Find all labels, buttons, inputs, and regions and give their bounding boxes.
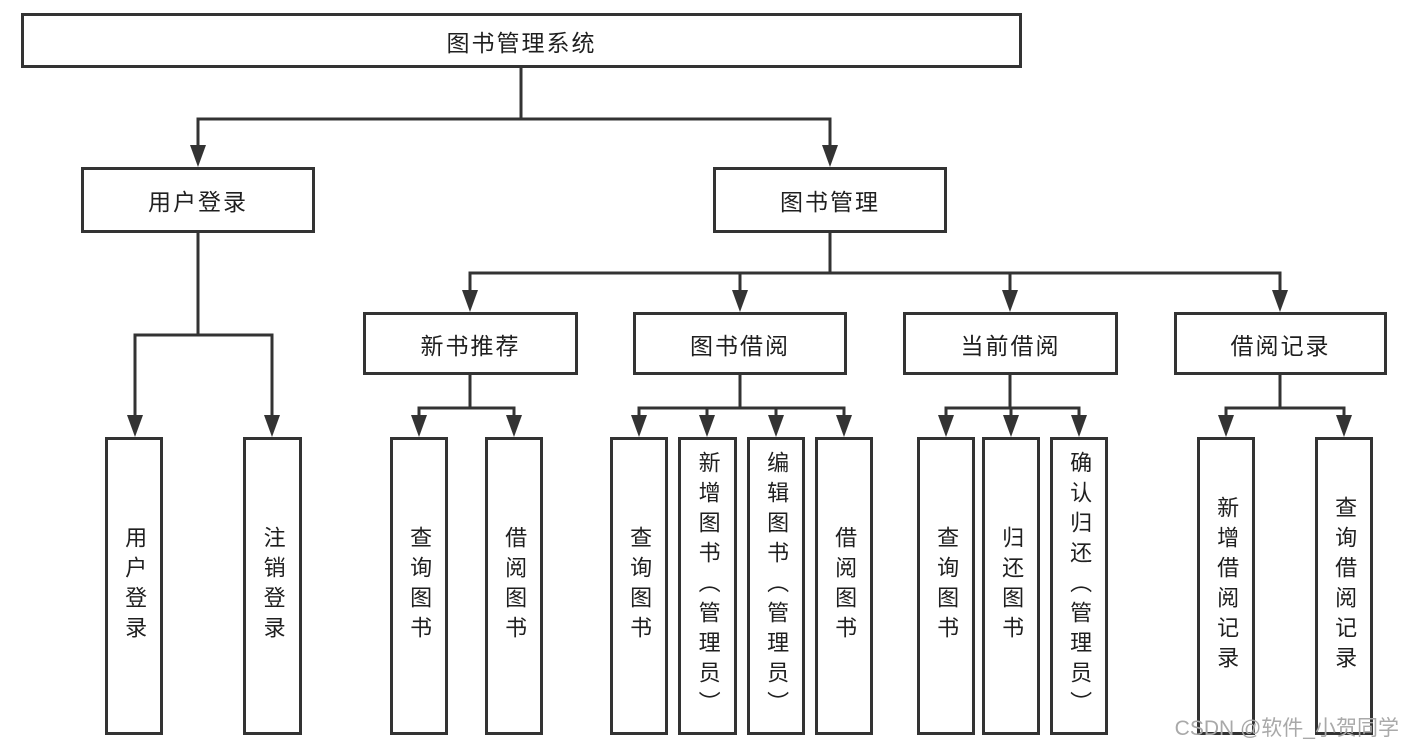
node-borrow-record-label: 借阅记录 [1230, 332, 1331, 359]
leaf-borrow-book-recommend: 借阅图书 [485, 437, 543, 735]
leaf-confirm-return-admin: 确认归还（管理员） [1050, 437, 1108, 735]
leaf-query-book-borrow: 查询图书 [610, 437, 668, 735]
leaf-add-book-admin: 新增图书（管理员） [678, 437, 737, 735]
node-library-management-system-label: 图书管理系统 [446, 29, 597, 56]
leaf-add-borrow-record-label: 新增借阅记录 [1214, 496, 1240, 676]
node-library-management-system: 图书管理系统 [21, 13, 1022, 68]
node-current-borrow-label: 当前借阅 [960, 332, 1061, 359]
leaf-query-book-recommend: 查询图书 [390, 437, 448, 735]
leaf-logout: 注销登录 [243, 437, 302, 735]
node-user-login-label: 用户登录 [148, 189, 248, 215]
leaf-borrow-book-recommend-label: 借阅图书 [502, 526, 528, 646]
leaf-add-borrow-record: 新增借阅记录 [1197, 437, 1255, 735]
node-new-book-recommend: 新书推荐 [363, 312, 578, 375]
leaf-borrow-book-borrow: 借阅图书 [815, 437, 873, 735]
leaf-user-login: 用户登录 [105, 437, 163, 735]
leaf-edit-book-admin: 编辑图书（管理员） [747, 437, 805, 735]
leaf-confirm-return-admin-label: 确认归还（管理员） [1067, 451, 1093, 721]
leaf-edit-book-admin-label: 编辑图书（管理员） [764, 451, 790, 721]
leaf-return-book: 归还图书 [982, 437, 1040, 735]
leaf-user-login-label: 用户登录 [122, 526, 148, 646]
watermark: CSDN @软件_小贺同学 [1174, 717, 1399, 740]
leaf-query-book-borrow-label: 查询图书 [627, 526, 653, 646]
node-book-borrow-label: 图书借阅 [690, 332, 790, 359]
leaf-query-borrow-record: 查询借阅记录 [1315, 437, 1373, 735]
node-book-management-label: 图书管理 [780, 189, 880, 215]
leaf-query-borrow-record-label: 查询借阅记录 [1332, 496, 1358, 676]
leaf-query-book-recommend-label: 查询图书 [407, 526, 433, 646]
node-current-borrow: 当前借阅 [903, 312, 1118, 375]
leaf-add-book-admin-label: 新增图书（管理员） [695, 451, 721, 721]
node-new-book-recommend-label: 新书推荐 [420, 332, 521, 359]
leaf-query-book-current-label: 查询图书 [934, 526, 960, 646]
node-book-borrow: 图书借阅 [633, 312, 847, 375]
leaf-return-book-label: 归还图书 [999, 526, 1025, 646]
node-borrow-record: 借阅记录 [1174, 312, 1387, 375]
leaf-logout-label: 注销登录 [260, 526, 286, 646]
leaf-query-book-current: 查询图书 [917, 437, 975, 735]
leaf-borrow-book-borrow-label: 借阅图书 [832, 526, 858, 646]
node-book-management: 图书管理 [713, 167, 947, 233]
node-user-login: 用户登录 [81, 167, 315, 233]
